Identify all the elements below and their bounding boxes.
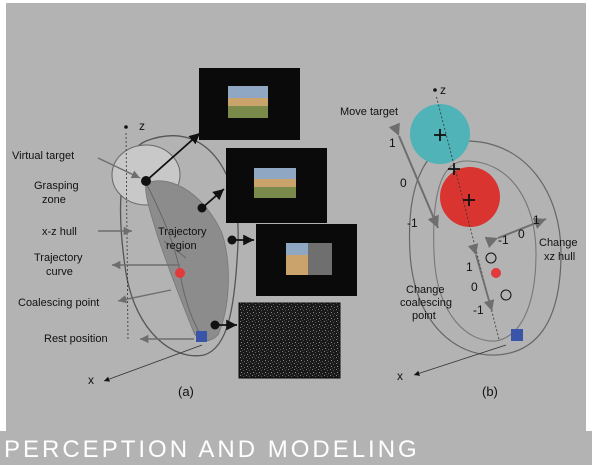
hull-scale-middle: 0 [518, 227, 525, 241]
coalescing-option-top [485, 252, 497, 264]
target-scale-middle: 0 [400, 176, 407, 190]
axis-x-label-a: x [88, 373, 94, 387]
original-target-circle [440, 167, 500, 227]
panel-b: z x Move target 1 0 -1 [340, 83, 578, 399]
hull-scale-right: 1 [533, 213, 540, 227]
x-axis-line [103, 344, 203, 382]
thumbnail-1 [199, 68, 300, 140]
target-scale-bottom: -1 [407, 216, 418, 230]
target-plus-middle [448, 163, 460, 175]
arrow-trajectory-region [163, 240, 187, 259]
thumbnail-4-noise [238, 302, 341, 379]
thumbnail-2 [226, 148, 327, 223]
z-axis-tip-b [433, 88, 437, 92]
label-grasping-zone-line1: Grasping [34, 180, 79, 192]
label-trajectory-curve-line1: Trajectory [34, 252, 83, 264]
rest-position-marker-b [511, 329, 523, 341]
arrow-to-thumbnail-1 [145, 132, 201, 182]
label-change-hull-line1: Change [539, 237, 578, 249]
hull-scale-left: -1 [498, 233, 509, 247]
coalescing-point [175, 268, 185, 278]
target-plus-bottom [463, 194, 475, 206]
section-title: PERCEPTION AND MODELING [4, 436, 420, 463]
axis-z-label-b: z [440, 83, 446, 97]
move-target-arrow [388, 122, 439, 229]
label-trajectory-curve-line2: curve [46, 266, 73, 278]
arrow-virtual-target [97, 157, 141, 179]
thumbnail-3 [256, 224, 357, 296]
z-axis-tip [124, 125, 128, 129]
coalescing-point-b [491, 268, 501, 278]
label-change-coalescing-line2: coalescing [400, 297, 452, 309]
coalescing-scale-top: 1 [466, 260, 473, 274]
change-coalescing-arrow [467, 243, 495, 312]
caption-b: (b) [482, 384, 498, 399]
coalescing-scale-bottom: -1 [473, 303, 484, 317]
axis-z-label-a: z [139, 119, 145, 133]
label-trajectory-region-line2: region [166, 240, 197, 252]
panel-a: z x [12, 68, 357, 399]
caption-a: (a) [178, 384, 194, 399]
label-coalescing-point: Coalescing point [18, 297, 99, 309]
figure-diagram: z x [12, 68, 578, 399]
label-change-hull-line2: xz hull [544, 251, 575, 263]
xz-hull-outline [119, 135, 239, 357]
label-rest-position: Rest position [44, 333, 108, 345]
coalescing-scale-middle: 0 [471, 280, 478, 294]
change-hull-arrow [484, 217, 547, 248]
label-xz-hull: x-z hull [42, 226, 77, 238]
target-scale-top: 1 [389, 136, 396, 150]
label-trajectory-region-line1: Trajectory [158, 226, 207, 238]
label-change-coalescing-line3: point [412, 310, 436, 322]
footer-bar [0, 431, 592, 465]
label-virtual-target: Virtual target [12, 150, 74, 162]
axis-x-label-b: x [397, 369, 403, 383]
label-change-coalescing-line1: Change [406, 284, 445, 296]
x-axis-line-b [413, 344, 507, 376]
rest-position-marker [196, 331, 207, 342]
arrow-coalescing-point [117, 289, 172, 304]
coalescing-option-bottom [500, 289, 512, 301]
label-grasping-zone-line2: zone [42, 194, 66, 206]
arrow-to-thumbnail-2 [201, 188, 225, 209]
label-move-target: Move target [340, 106, 398, 118]
trajectory-region [145, 180, 229, 342]
figure-panel: z x [6, 3, 586, 431]
